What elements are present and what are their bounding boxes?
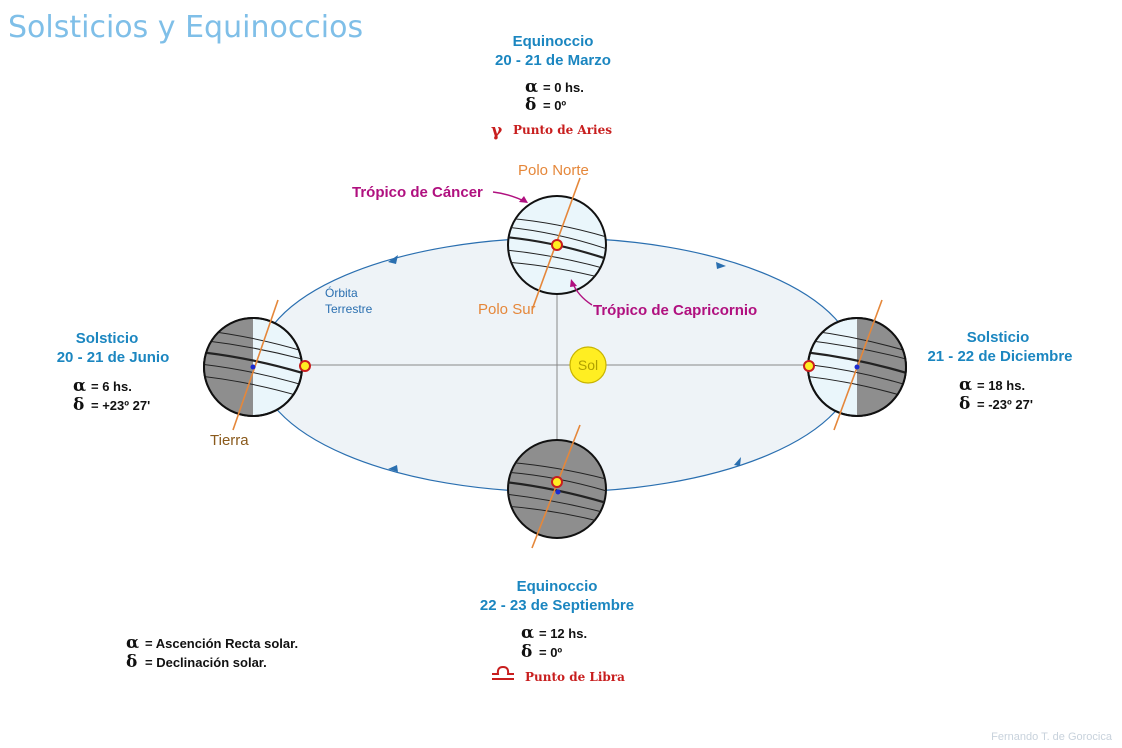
legend-delta-text: = Declinación solar.	[145, 655, 267, 670]
delta-symbol: δ	[959, 394, 970, 414]
alpha-symbol: α	[73, 376, 86, 396]
delta-symbol: δ	[521, 642, 532, 662]
december-date: 21 - 22 de Diciembre	[927, 348, 1072, 365]
delta-symbol: δ	[525, 95, 536, 115]
march-alpha: = 0 hs.	[543, 80, 584, 95]
june-alpha: = 6 hs.	[91, 379, 132, 394]
libra-symbol-icon	[492, 665, 514, 680]
sun-label: Sol	[578, 357, 598, 373]
june-name: Solsticio	[76, 330, 139, 347]
march-date: 20 - 21 de Marzo	[495, 52, 611, 69]
orbit-arrow-icon	[388, 465, 398, 472]
north-pole-label: Polo Norte	[518, 162, 589, 179]
december-name: Solsticio	[967, 329, 1030, 346]
june-delta: = +23º 27'	[91, 398, 150, 413]
december-delta: = -23º 27'	[977, 397, 1033, 412]
legend-alpha-text: = Ascención Recta solar.	[145, 636, 298, 651]
alpha-symbol: α	[525, 77, 538, 97]
orbit-label-line2: Terrestre	[325, 302, 373, 316]
orbit-label-line1: Órbita	[325, 285, 358, 300]
june-date: 20 - 21 de Junio	[57, 349, 170, 366]
legend-alpha-symbol: α	[126, 633, 139, 653]
september-delta: = 0º	[539, 645, 562, 660]
orbit-arrow-icon	[734, 457, 741, 466]
earth-september	[507, 424, 607, 549]
september-name: Equinoccio	[517, 578, 598, 595]
sun: Sol	[569, 346, 607, 384]
tropic-capricorn-label: Trópico de Capricornio	[593, 302, 757, 319]
aries-point: Punto de Aries	[513, 123, 612, 137]
september-date: 22 - 23 de Septiembre	[480, 597, 634, 614]
alpha-symbol: α	[521, 623, 534, 643]
credit: Fernando T. de Gorocica	[991, 731, 1113, 743]
legend-delta-symbol: δ	[126, 652, 137, 672]
delta-symbol: δ	[73, 395, 84, 415]
orbit-arrow-icon	[388, 255, 398, 264]
september-alpha: = 12 hs.	[539, 626, 587, 641]
page-title: Solsticios y Equinoccios	[8, 10, 363, 45]
arrowhead-icon	[570, 279, 577, 287]
aries-symbol-icon: γ	[491, 121, 503, 141]
libra-point: Punto de Libra	[525, 670, 625, 684]
alpha-symbol: α	[959, 375, 972, 395]
orbit-arrow-icon	[716, 262, 726, 269]
tropic-cancer-label: Trópico de Cáncer	[352, 184, 483, 201]
earth-december	[803, 299, 907, 431]
december-alpha: = 18 hs.	[977, 378, 1025, 393]
march-name: Equinoccio	[513, 33, 594, 50]
arrowhead-icon	[519, 196, 528, 203]
march-delta: = 0º	[543, 98, 566, 113]
south-pole-label: Polo Sur	[478, 301, 536, 318]
earth-march	[507, 177, 607, 311]
earth-label: Tierra	[210, 432, 249, 449]
